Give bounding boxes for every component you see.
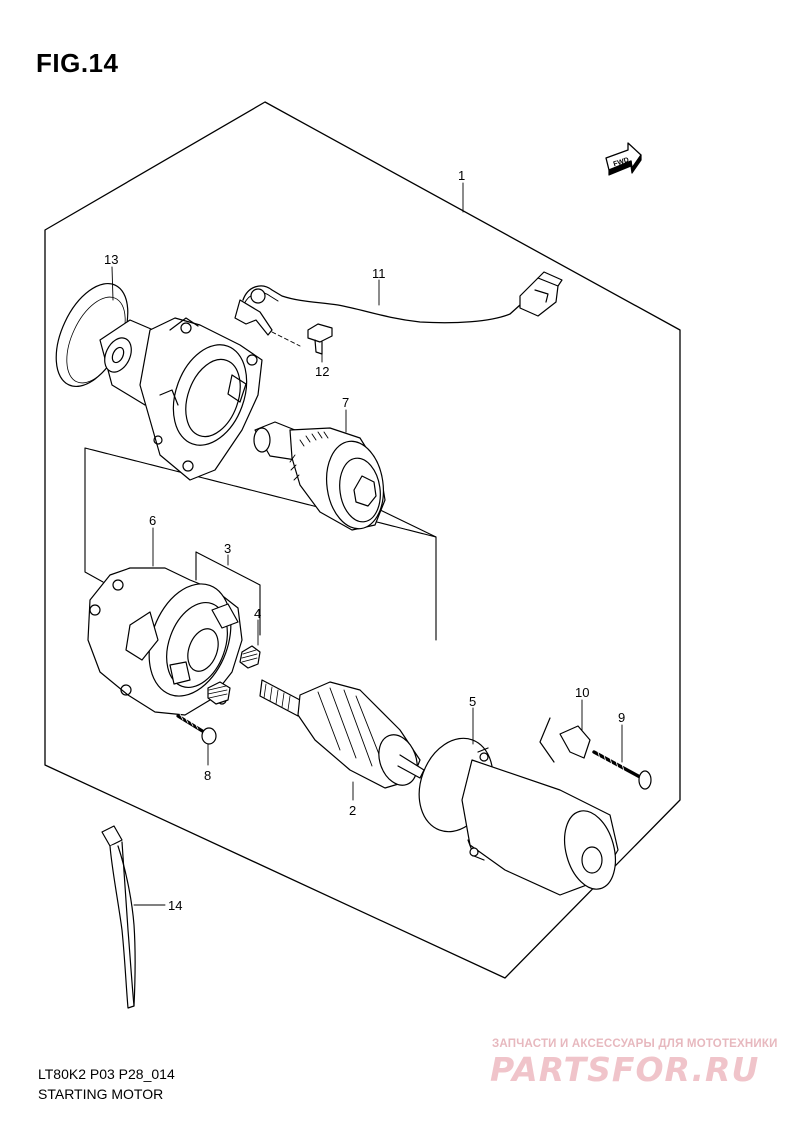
clamp-band-part <box>101 825 136 1009</box>
watermark-tagline: ЗАПЧАСТИ И АКСЕССУАРЫ ДЛЯ МОТОТЕХНИКИ <box>492 1038 778 1050</box>
assembly-outline <box>44 101 681 979</box>
brush-holder-housing-part <box>87 567 243 716</box>
model-code: LT80K2 P03 P28_014 <box>38 1066 175 1082</box>
callout-3: 3 <box>224 541 231 556</box>
fwd-label: FWD <box>613 157 630 169</box>
figure-title: FIG.14 <box>36 48 119 78</box>
callout-12: 12 <box>315 364 329 379</box>
callout-10: 10 <box>575 685 589 700</box>
callout-11: 11 <box>372 266 386 281</box>
yoke-case-part <box>461 747 619 896</box>
starter-clutch-part <box>253 421 386 531</box>
callout-6: 6 <box>149 513 156 528</box>
clamp-part <box>539 717 591 763</box>
subgroup-bracket <box>84 447 104 583</box>
callout-2: 2 <box>349 803 356 818</box>
leader-lines <box>111 182 623 906</box>
screw-12-part <box>307 323 333 355</box>
armature-part <box>259 679 425 789</box>
callout-9: 9 <box>618 710 625 725</box>
callout-5: 5 <box>469 694 476 709</box>
callout-8: 8 <box>204 768 211 783</box>
brush-set-part <box>195 551 261 705</box>
lead-wire-part <box>234 271 563 347</box>
assembly-name: STARTING MOTOR <box>38 1086 164 1102</box>
watermark-logo: PARTSFOR.RU <box>490 1050 760 1089</box>
screw-8-part <box>176 713 217 745</box>
front-housing-part <box>55 282 263 481</box>
callout-13: 13 <box>104 252 118 267</box>
bolt-9-part <box>592 750 652 790</box>
callout-1: 1 <box>458 168 465 183</box>
callout-14: 14 <box>168 898 182 913</box>
callout-7: 7 <box>342 395 349 410</box>
fwd-arrow-icon: FWD <box>605 142 642 176</box>
callout-4: 4 <box>254 606 261 621</box>
